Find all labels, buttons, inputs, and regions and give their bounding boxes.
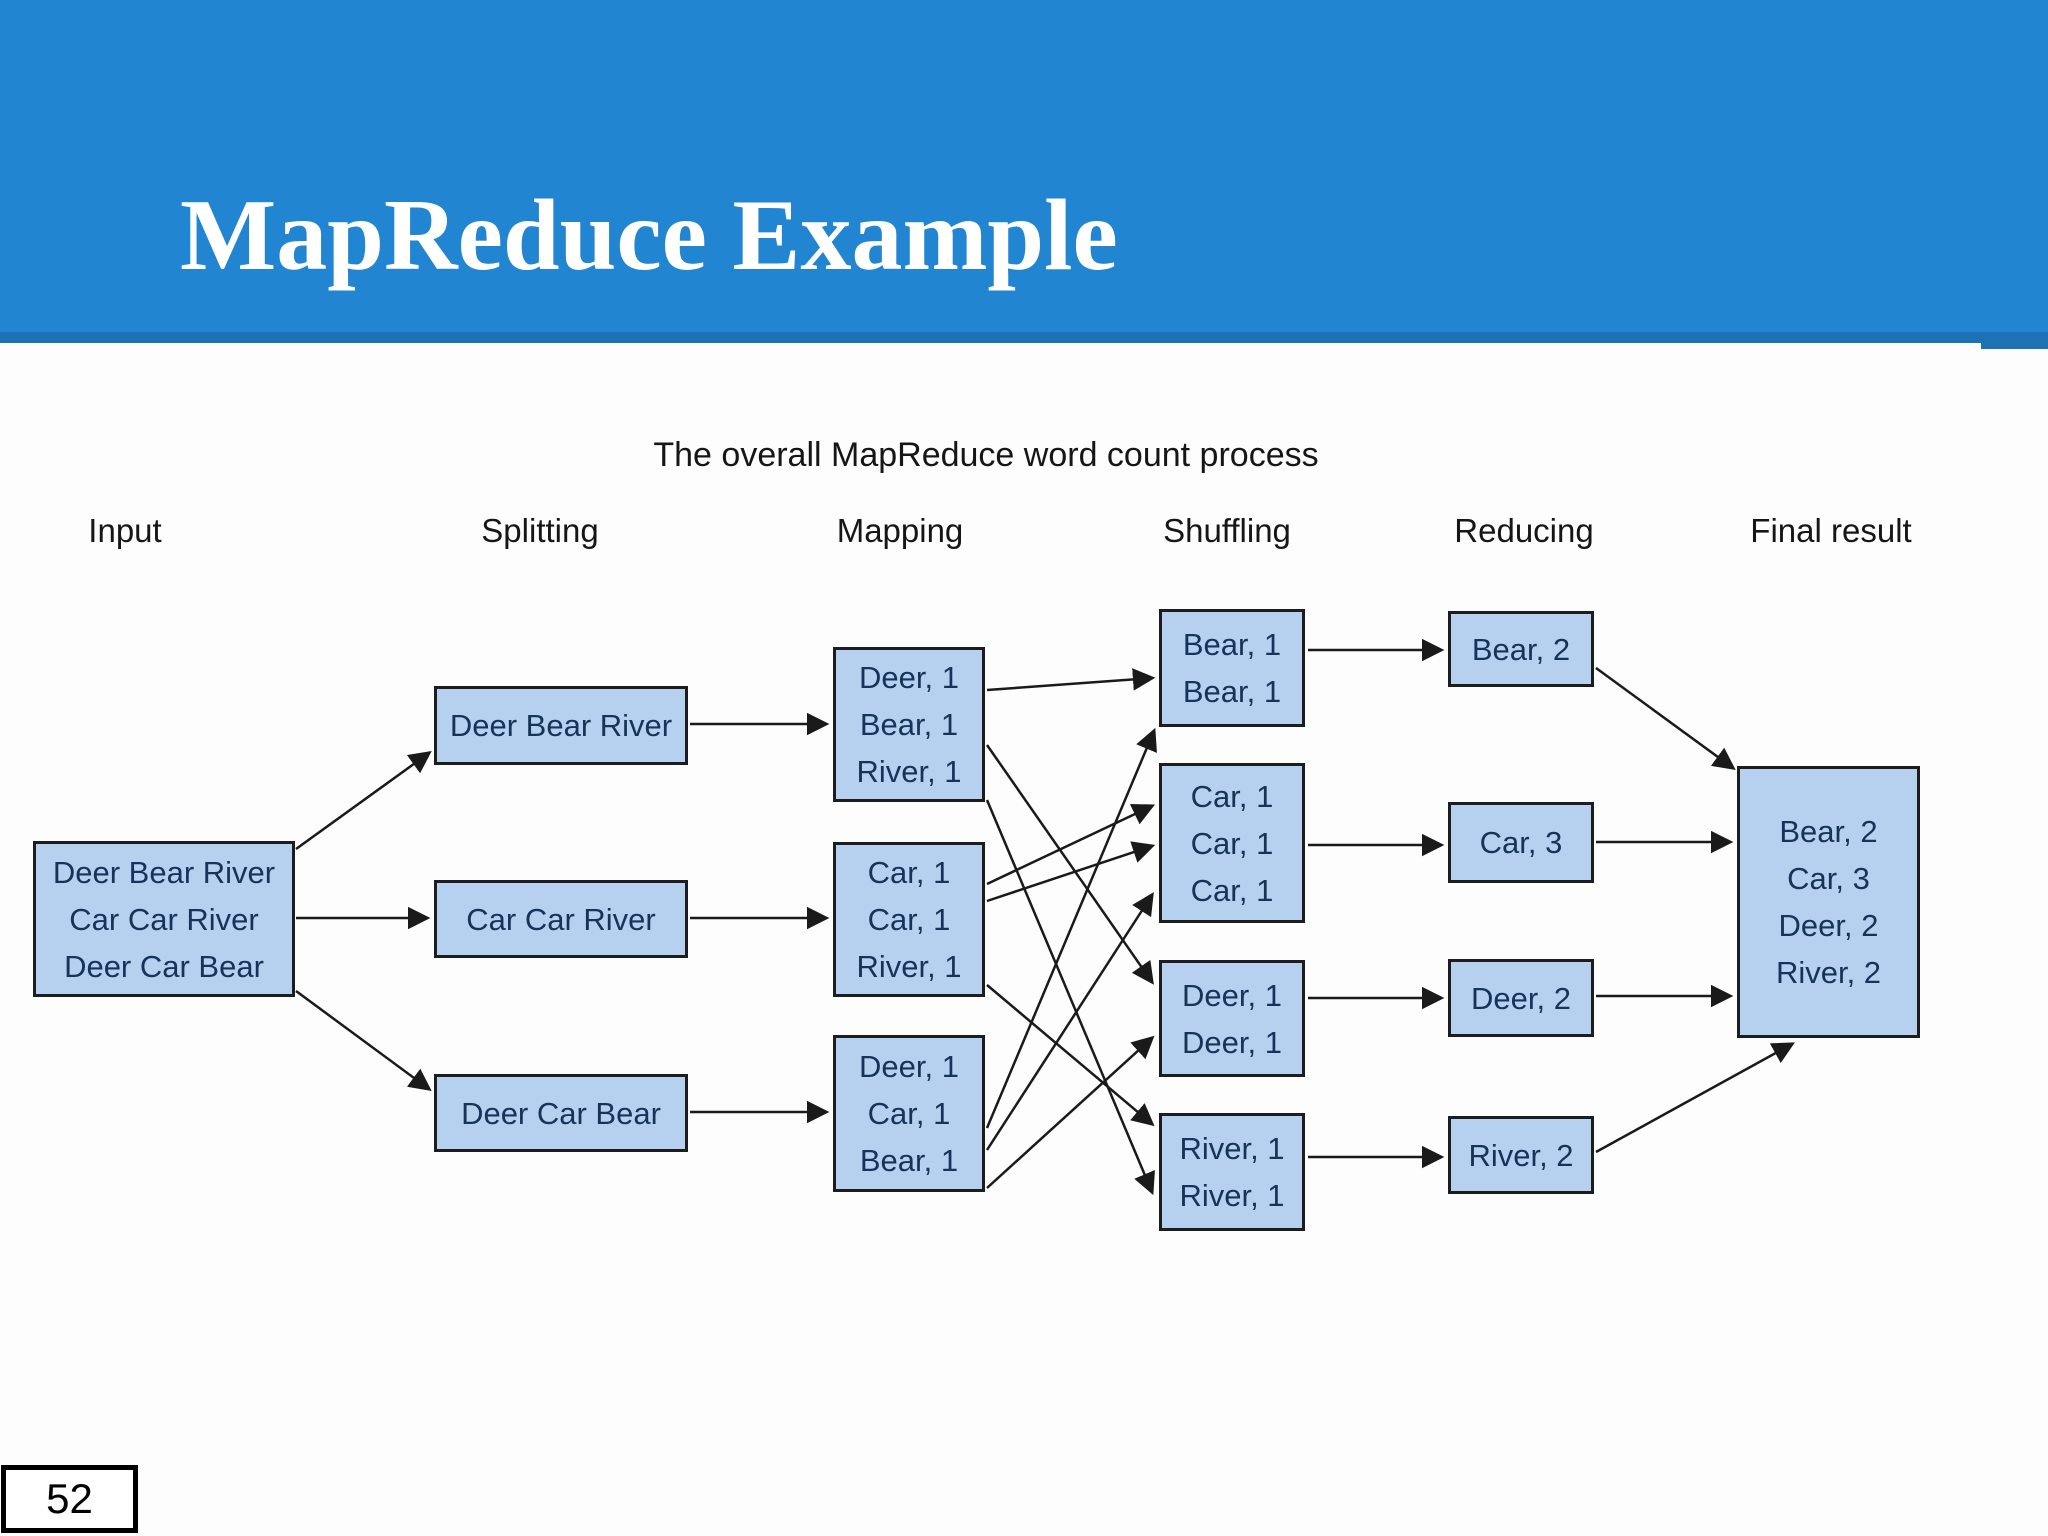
- arrow-reduce4-to-final: [1595, 1042, 1795, 1154]
- arrow-map1-to-shuffle4: [985, 799, 1155, 1196]
- node-line: Car, 1: [1190, 778, 1274, 814]
- node-line: Deer, 1: [859, 1049, 959, 1084]
- split-box-3: Deer Car Bear: [434, 1074, 688, 1152]
- column-header-mapping: Mapping: [836, 512, 964, 549]
- reduce-box-bear: Bear, 2: [1448, 611, 1594, 687]
- page-number-box: 52: [1, 1465, 138, 1533]
- banner-bottom-edge-fragment: [1981, 343, 2048, 349]
- arrow-map2-to-shuffle2-b: [986, 841, 1156, 903]
- final-result-box: Bear, 2 Car, 3 Deer, 2 River, 2: [1737, 766, 1920, 1038]
- node-line: Deer, 2: [1778, 908, 1879, 943]
- node-line: Car, 3: [1479, 825, 1563, 860]
- shuffle-box-river: River, 1 River, 1: [1159, 1113, 1305, 1231]
- node-line: Car, 1: [867, 855, 951, 890]
- input-box: Deer Bear River Car Car River Deer Car B…: [33, 841, 295, 997]
- arrow-map3-to-shuffle1: [985, 727, 1157, 1129]
- node-line: Bear, 2: [1471, 631, 1571, 667]
- reduce-box-car: Car, 3: [1448, 802, 1594, 883]
- node-line: Deer Car Bear: [461, 1095, 661, 1131]
- arrow-input-to-split1: [295, 751, 432, 851]
- arrow-map2-to-shuffle4: [986, 984, 1155, 1127]
- node-line: Car Car River: [466, 901, 656, 937]
- node-line: Deer, 1: [1182, 1024, 1282, 1060]
- node-line: Deer, 1: [1182, 977, 1282, 1013]
- arrow-map1-to-shuffle1: [986, 668, 1156, 692]
- node-line: River, 2: [1775, 955, 1882, 990]
- arrow-map2-to-shuffle2-a: [986, 804, 1156, 886]
- node-line: Car Car River: [69, 901, 259, 937]
- column-header-shuffling: Shuffling: [1163, 512, 1291, 549]
- node-line: Bear, 1: [859, 707, 959, 742]
- node-line: Car, 1: [867, 902, 951, 937]
- node-line: Car, 3: [1787, 861, 1870, 896]
- arrow-map1-to-shuffle3: [985, 744, 1154, 985]
- column-header-input: Input: [88, 512, 162, 549]
- banner-bottom-edge: [0, 332, 2048, 343]
- node-line: Bear, 2: [1779, 814, 1878, 849]
- map-box-2: Car, 1 Car, 1 River, 1: [833, 842, 985, 997]
- map-box-3: Deer, 1 Car, 1 Bear, 1: [833, 1035, 985, 1192]
- shuffle-box-deer: Deer, 1 Deer, 1: [1159, 960, 1305, 1077]
- node-line: Car, 1: [1190, 825, 1274, 861]
- node-line: Deer Car Bear: [64, 948, 264, 984]
- node-line: Deer Bear River: [52, 854, 276, 890]
- slide-title: MapReduce Example: [180, 179, 1118, 292]
- map-box-1: Deer, 1 Bear, 1 River, 1: [833, 647, 985, 802]
- arrow-input-to-split3: [295, 989, 432, 1092]
- node-line: River, 1: [1179, 1178, 1285, 1213]
- shuffle-box-bear: Bear, 1 Bear, 1: [1159, 609, 1305, 727]
- arrow-map3-to-shuffle3: [986, 1035, 1155, 1189]
- reduce-box-deer: Deer, 2: [1448, 959, 1594, 1037]
- diagram-title: The overall MapReduce word count process: [653, 436, 1319, 474]
- node-line: Deer Bear River: [449, 708, 673, 743]
- split-box-1: Deer Bear River: [434, 686, 688, 765]
- node-line: River, 1: [1179, 1131, 1285, 1166]
- arrow-map3-to-shuffle2: [985, 892, 1154, 1151]
- node-line: Deer, 1: [859, 660, 959, 695]
- column-header-final-result: Final result: [1750, 512, 1912, 549]
- node-line: Bear, 1: [859, 1143, 959, 1178]
- page-number: 52: [46, 1475, 93, 1522]
- node-line: River, 1: [856, 949, 962, 984]
- column-header-reducing: Reducing: [1454, 512, 1594, 549]
- shuffle-box-car: Car, 1 Car, 1 Car, 1: [1159, 763, 1305, 923]
- node-line: Car, 1: [867, 1096, 951, 1131]
- node-line: River, 1: [856, 754, 962, 789]
- node-line: River, 2: [1468, 1137, 1574, 1173]
- node-line: Deer, 2: [1471, 980, 1571, 1016]
- node-line: Bear, 1: [1182, 627, 1282, 662]
- column-header-splitting: Splitting: [481, 512, 599, 549]
- node-line: Car, 1: [1190, 872, 1274, 908]
- node-line: Bear, 1: [1182, 674, 1282, 709]
- split-box-2: Car Car River: [434, 880, 688, 958]
- title-banner: [0, 0, 2048, 332]
- arrow-reduce1-to-final: [1595, 666, 1736, 770]
- reduce-box-river: River, 2: [1448, 1116, 1594, 1194]
